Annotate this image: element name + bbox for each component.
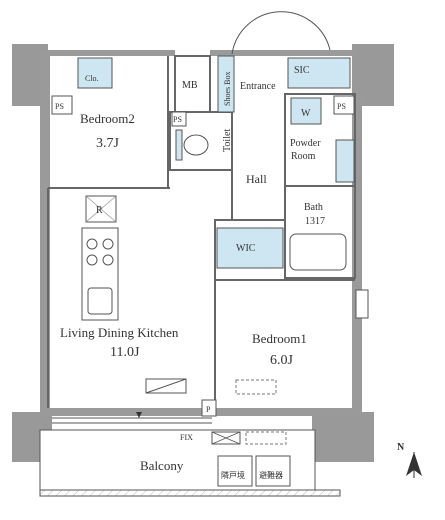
entrance-door-swing (231, 11, 331, 55)
column-bottom-right (312, 412, 374, 462)
ps-label-right: PS (337, 102, 346, 111)
ldk-name: Living Dining Kitchen (60, 325, 179, 340)
bedroom2-name: Bedroom2 (80, 111, 135, 126)
ldk-size: 11.0J (110, 345, 140, 360)
closet-box (77, 57, 113, 89)
powder-sink (335, 139, 355, 183)
sic-label: SIC (294, 65, 310, 76)
closet-label: Clo. (85, 74, 99, 83)
balcony-rail (39, 489, 341, 497)
window-marker-icon (136, 412, 142, 418)
mb-label: MB (182, 80, 198, 91)
compass-icon (406, 452, 422, 478)
bathtub (289, 233, 347, 271)
ps-label-toilet: PS (173, 115, 182, 124)
balcony-unit-2-label: 避難器 (259, 470, 283, 480)
fix-box-dashed (245, 431, 287, 445)
kitchen-sink (87, 287, 113, 315)
bath-size: 1317 (305, 216, 325, 227)
p-box (201, 399, 217, 417)
toilet-tank (175, 129, 183, 161)
washer-box (290, 97, 322, 125)
refrigerator-label: R (96, 205, 103, 216)
wic-label: WIC (236, 243, 256, 254)
sic-box (287, 57, 351, 89)
entrance-label: Entrance (240, 81, 276, 92)
ps-label-left: PS (55, 102, 64, 111)
stove-icon (86, 238, 114, 266)
powder-room-label-line1: Powder (290, 138, 321, 149)
shoes-box (217, 55, 235, 113)
washer-label: W (301, 108, 311, 119)
bedroom1-ac-unit (235, 379, 277, 395)
bedroom1-size: 6.0J (270, 353, 294, 368)
fix-label: FIX (180, 433, 193, 442)
bedroom2-size: 3.7J (96, 136, 120, 151)
ps-box-left (51, 95, 73, 115)
compass-label: N (397, 442, 405, 453)
balcony-unit-1-label: 隣戸境 (221, 470, 245, 480)
hall-label: Hall (246, 172, 267, 186)
balcony-unit-1 (217, 455, 253, 487)
ps-box-toilet (171, 111, 187, 127)
balcony-unit-2 (255, 455, 291, 487)
balcony-label: Balcony (140, 458, 184, 473)
ps-box-right (333, 95, 355, 115)
shoes-box-label: Shoes Box (223, 72, 232, 106)
p-label: P (206, 405, 211, 414)
bath-label: Bath (304, 202, 323, 213)
toilet-label: Toilet (222, 129, 233, 152)
wic-fill (216, 227, 284, 269)
interior-walls (47, 55, 356, 408)
exterior-walls (40, 50, 362, 416)
powder-room-label-line2: Room (291, 151, 316, 162)
toilet-bowl (183, 134, 209, 156)
bedroom1-side-window (355, 289, 369, 319)
bedroom1-name: Bedroom1 (252, 331, 307, 346)
